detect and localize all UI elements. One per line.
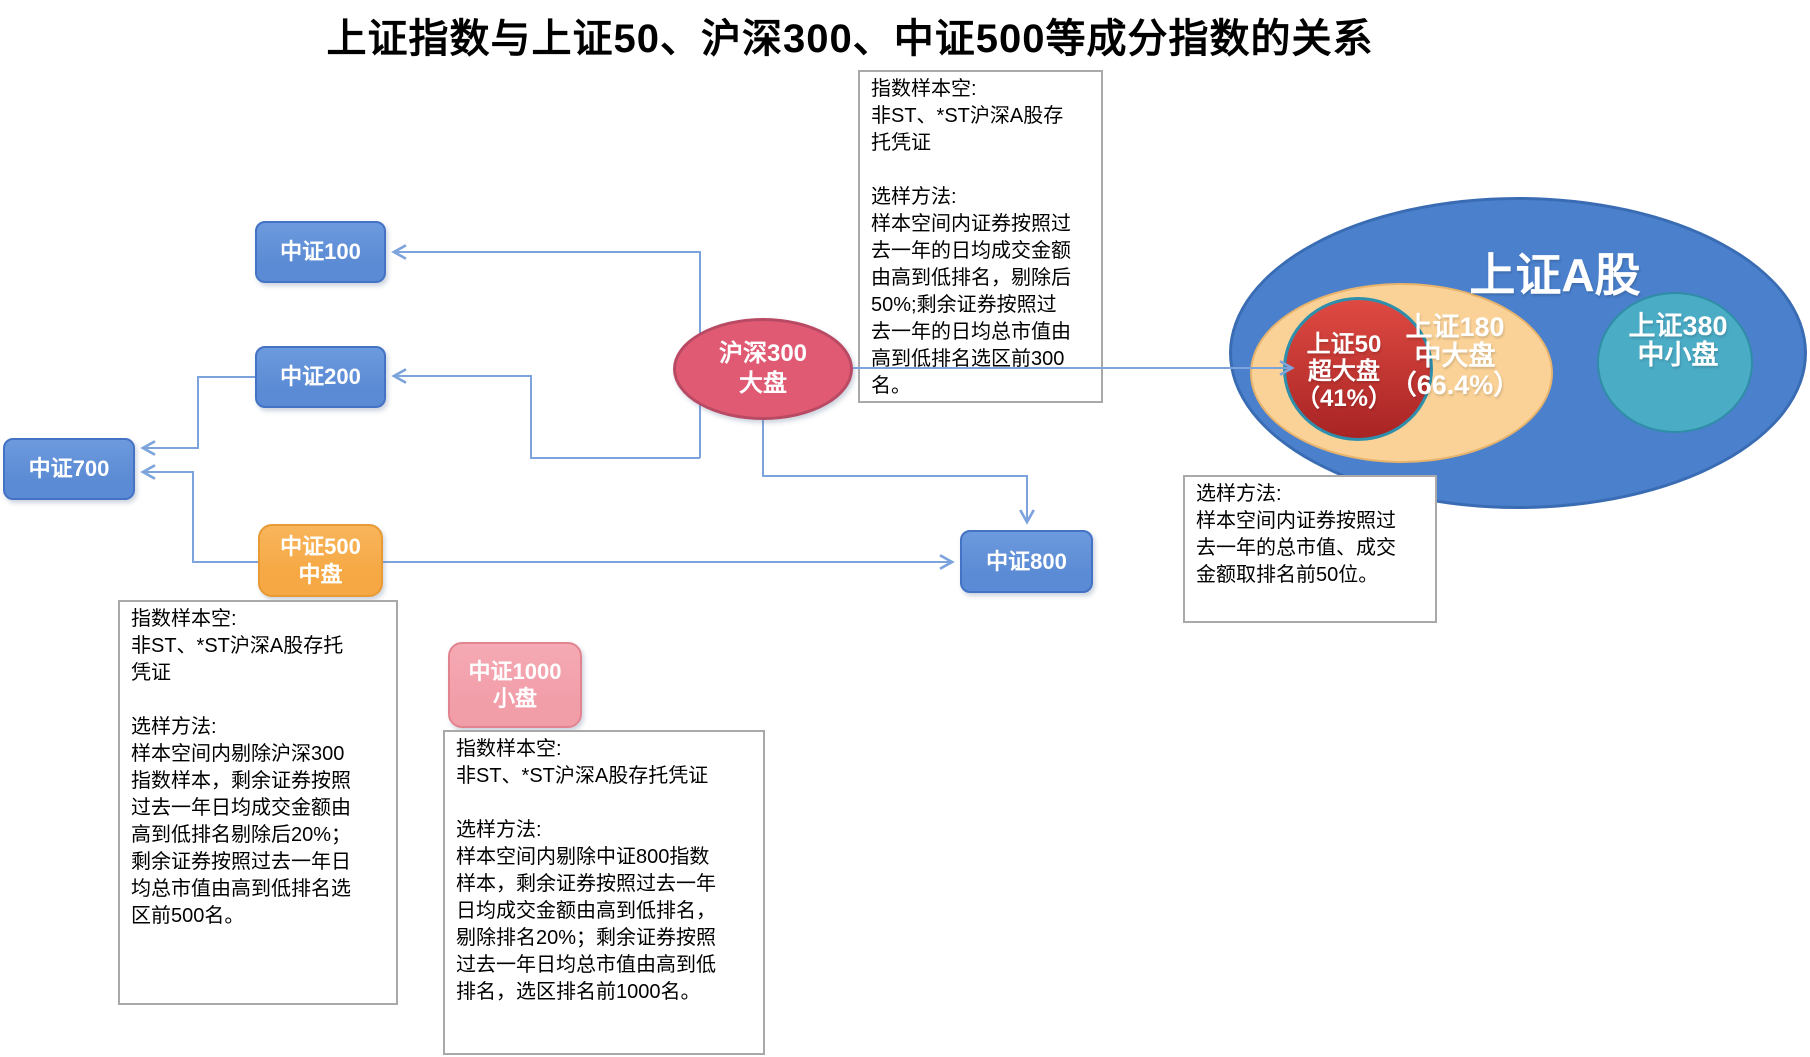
node-hushen-300: 沪深300 大盘 [673, 318, 853, 420]
node-zhongzheng-200: 中证200 [255, 346, 386, 408]
sse-380-ellipse [1597, 292, 1753, 433]
node-zhongzheng-800: 中证800 [960, 530, 1093, 593]
node-zhongzheng-500: 中证500 中盘 [258, 524, 383, 597]
page-title: 上证指数与上证50、沪深300、中证500等成分指数的关系 [326, 17, 1374, 61]
sse-a-label: 上证A股 [1469, 249, 1641, 301]
connector-zz200-to-zz700 [140, 376, 255, 456]
sse-50-label: 上证50 超大盘 （41%） [1295, 331, 1393, 412]
connector-hs300-to-zz100 [391, 244, 701, 458]
node-zhongzheng-100: 中证100 [255, 221, 386, 283]
sse-50-ellipse [1283, 297, 1433, 441]
sse-380-label: 上证380 中小盘 [1628, 311, 1728, 370]
sse50-sampling-note: 选样方法: 样本空间内证券按照过 去一年的总市值、成交 金额取排名前50位。 [1183, 475, 1437, 623]
sse-180-label: 上证180 中大盘 （66.4%） [1389, 312, 1521, 400]
connector-hs300-to-zz800 [762, 420, 1035, 525]
zz1000-sampling-note: 指数样本空: 非ST、*ST沪深A股存托凭证 选样方法: 样本空间内剔除中证80… [443, 730, 765, 1055]
connector-hs300-to-zz200 [391, 368, 700, 459]
node-zhongzheng-700: 中证700 [3, 438, 135, 500]
zz500-sampling-note: 指数样本空: 非ST、*ST沪深A股存托 凭证 选样方法: 样本空间内剔除沪深3… [118, 600, 398, 1005]
node-zhongzheng-1000: 中证1000 小盘 [448, 642, 582, 728]
hs300-sampling-note: 指数样本空: 非ST、*ST沪深A股存 托凭证 选样方法: 样本空间内证券按照过… [858, 70, 1103, 403]
